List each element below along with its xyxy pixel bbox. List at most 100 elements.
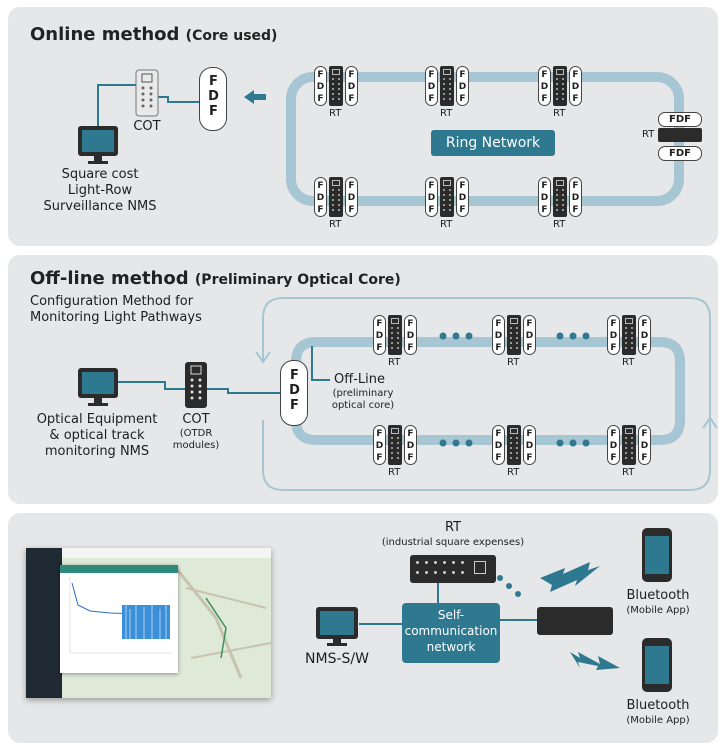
nms-to-cot-line-2 [118,381,185,390]
offline-cot-label: COT [182,412,210,427]
cot-sub-label: (OTDR modules) [170,428,222,452]
online-method-panel [8,7,718,246]
rt-device-icon [329,177,343,217]
rt-label: RT [440,219,453,230]
rt-label: RT [622,357,635,368]
nms-line-3: Surveillance NMS [43,199,157,214]
config-method-label: Configuration Method for Monitoring Ligh… [30,294,202,326]
rt-device-icon [440,66,454,106]
rt-device-icon [329,66,343,106]
offline-ring-path [291,337,685,445]
offline-method-title: Off-line method (Preliminary Optical Cor… [30,268,401,289]
rt-device-icon [507,315,521,355]
side-fdf-bottom-text: FDF [669,148,691,159]
rt-device-icon [537,607,613,635]
side-fdf-top-text: FDF [669,114,691,125]
fdf-icon [280,360,308,426]
bluetooth-label-2: Bluetooth [626,698,690,713]
rt-label: RT [553,219,566,230]
arrow-left-icon [244,90,266,104]
mobile-app-label-2: (Mobile App) [626,715,690,726]
nms-software-screenshot [26,548,271,698]
rt-label: RT [388,357,401,368]
offline-sub-line-1: (preliminary [332,388,394,399]
rt-device-icon [553,177,567,217]
rt-label: RT [388,467,401,478]
config-line-1: Configuration Method for [30,294,194,309]
popup-header [60,565,178,573]
app-sidebar [26,548,62,698]
outer-monitor-loop [262,297,711,491]
config-line-2: Monitoring Light Pathways [30,310,202,325]
ellipsis-dots [439,332,590,447]
offline-sub-line-2: optical core) [331,400,395,411]
rt-label: RT [507,357,520,368]
side-fdf-top: FDF [658,112,702,127]
offline-nms-label: Optical Equipment & optical track monito… [34,412,160,460]
rt-device-icon [388,315,402,355]
rt-device-icon [440,177,454,217]
cot-sub-line-2: modules) [172,440,220,451]
loop-arrow-up-icon [702,416,718,429]
ring-network-label: Ring Network [431,130,555,156]
side-rt-label: RT [642,129,655,140]
offline-title-text: Off-line method [30,268,189,289]
side-fdf-bottom: FDF [658,146,702,161]
selfnet-line-3: network [426,640,476,654]
offline-label: Off-Line [334,372,385,387]
self-communication-network: Self- communication network [402,603,500,663]
cot-sub-line-1: (OTDR [179,428,213,439]
selfnet-line-1: Self- [437,608,465,622]
otdr-popup [60,565,178,673]
offline-nms-line-3: monitoring NMS [44,444,150,459]
rt-label: RT [553,108,566,119]
wireless-signal-icon [540,562,620,670]
wireless-rt-sub: (industrial square expenses) [381,537,525,548]
rt-device-icon [622,315,636,355]
online-title-text: Online method [30,24,180,45]
cot-to-fdf-line-2 [207,388,280,394]
online-method-title: Online method (Core used) [30,24,277,45]
rt-device-icon [507,425,521,465]
offline-sub-label: (preliminary optical core) [330,388,396,412]
fdf-icon [199,67,227,131]
offline-subtitle: (Preliminary Optical Core) [194,272,401,288]
rt-device-icon [553,66,567,106]
rt-label: RT [329,219,342,230]
wireless-dots [497,575,521,597]
loop-arrow-down-icon [255,351,271,364]
side-rt-device [658,128,702,142]
online-nms-label: Square cost Light-Row Surveillance NMS [40,167,160,215]
nms-sw-label: NMS-S/W [305,651,369,667]
nms-line-2: Light-Row [67,183,133,198]
rt-label: RT [440,108,453,119]
bluetooth-label-1: Bluetooth [626,588,690,603]
rt-label: RT [507,467,520,478]
cot-to-fdf-line [158,96,200,103]
offline-core-line [311,346,330,381]
